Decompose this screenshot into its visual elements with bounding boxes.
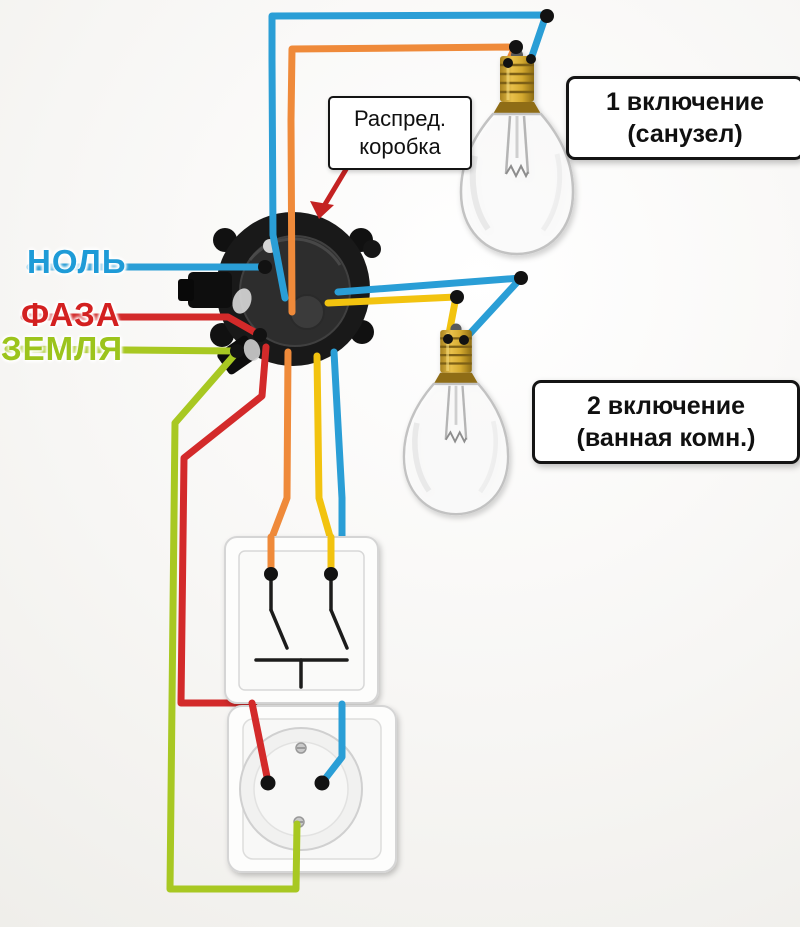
pointer-arrow [310, 164, 351, 219]
connection-dot [443, 334, 453, 344]
switch-terminal-dot [324, 567, 338, 581]
socket-terminal-dot [260, 775, 276, 791]
connection-dot [459, 335, 469, 345]
cable-gland-right [363, 240, 381, 258]
bulb2-callout-line2: (ванная комн.) [576, 424, 756, 452]
connection-dot [253, 328, 267, 342]
cable-gland-left-tip [178, 279, 194, 301]
neutral-wire-label: НОЛЬ [27, 243, 127, 280]
pointer-arrow-shaft [321, 164, 351, 208]
ground-wire-to-socket [166, 348, 301, 893]
connection-dot [540, 9, 554, 23]
neutral-wire-to-bulb1 [268, 11, 550, 302]
light-bulb-1 [461, 49, 573, 254]
wire-connector [232, 288, 252, 314]
connection-dots [230, 9, 554, 791]
wire-connector [243, 339, 261, 361]
bulb2-callout-line1: 2 включение [586, 392, 746, 420]
connection-dot [450, 290, 464, 304]
bulb1-callout: 1 включение (санузел) [566, 76, 800, 160]
switched-wire-2-to-switch [313, 352, 335, 544]
connection-dot [258, 260, 272, 274]
connection-dot [526, 54, 536, 64]
socket-plate [227, 705, 397, 873]
connection-dot [509, 40, 523, 54]
phase-feed-wire [20, 313, 262, 338]
ground-wire-label: ЗЕМЛЯ [1, 330, 124, 367]
switch-mechanism [254, 572, 349, 689]
junction-box-callout-line2: коробка [359, 134, 441, 160]
bulb1-callout-line2: (санузел) [627, 120, 743, 148]
bulb2-callout: 2 включение (ванная комн.) [532, 380, 800, 464]
switch-terminal-dot [264, 567, 278, 581]
junction-box-highlight [248, 237, 342, 266]
socket-terminal-dot [314, 775, 330, 791]
ground-feed-wire [4, 345, 239, 355]
switched-wire-1-to-switch [267, 348, 292, 544]
cable-gland-left [188, 272, 232, 308]
connection-dot [503, 58, 513, 68]
bulb1-callout-line1: 1 включение [605, 88, 765, 116]
connection-dot [230, 344, 244, 358]
connection-dot [514, 271, 528, 285]
switch-plate [224, 536, 379, 704]
light-bulb-2 [404, 323, 508, 514]
pointer-arrow-head [310, 201, 334, 219]
junction-box-callout: Распред. коробка [328, 96, 472, 171]
phase-wire-label: ФАЗА [21, 296, 121, 333]
socket-well-inner [253, 741, 349, 837]
junction-box-callout-line1: Распред. [353, 106, 447, 131]
phase-wire-to-socket [177, 343, 270, 707]
